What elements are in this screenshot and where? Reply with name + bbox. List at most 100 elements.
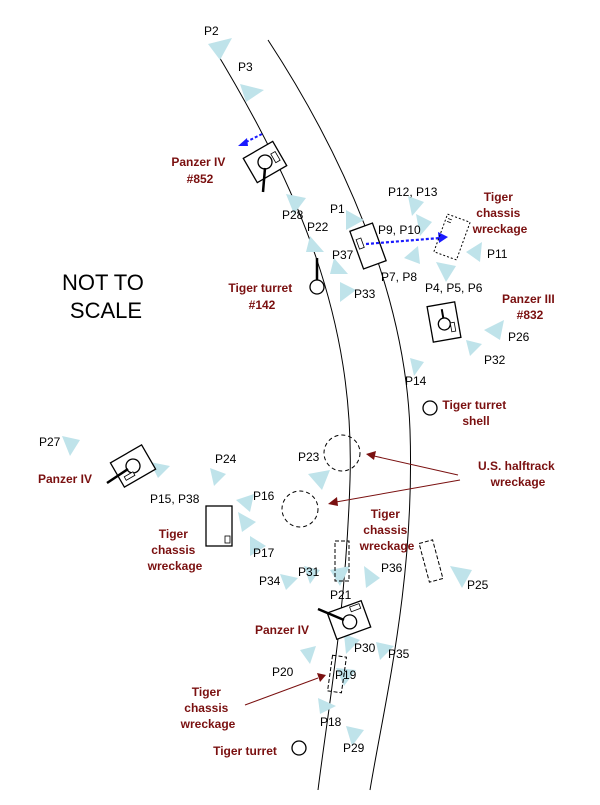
label-tiger-chassis-top: Tiger chassis wreckage xyxy=(472,190,528,236)
label-tiger-turret-142: Tiger turret #142 xyxy=(228,281,295,312)
position-label-p31: P31 xyxy=(298,565,320,579)
tiger-movement-arrow-shaft xyxy=(365,236,441,246)
position-label-p18: P18 xyxy=(320,715,342,729)
position-label-p30: P30 xyxy=(354,641,376,655)
photo-marker xyxy=(416,214,432,236)
position-label-p36: P36 xyxy=(381,561,403,575)
position-label-p26: P26 xyxy=(508,330,530,344)
photo-marker xyxy=(62,436,80,456)
position-label-p21: P21 xyxy=(330,588,352,602)
position-label-p25: P25 xyxy=(467,578,489,592)
halftrack-pointer-1 xyxy=(373,455,459,476)
position-label-p28: P28 xyxy=(282,208,304,222)
photo-marker xyxy=(330,566,350,586)
position-label-p37: P37 xyxy=(332,248,354,262)
photo-marker xyxy=(210,468,226,486)
photo-marker xyxy=(346,726,364,746)
tiger-movement-arrowhead xyxy=(438,232,448,243)
position-label-p17: P17 xyxy=(253,546,275,560)
label-tiger-chassis-bottom: Tiger chassis wreckage xyxy=(180,685,236,731)
tiger-chassis-wreckage-bottom-outline xyxy=(326,654,348,694)
position-label-p32: P32 xyxy=(484,353,506,367)
position-label-p16: P16 xyxy=(253,489,275,503)
position-label-p27: P27 xyxy=(39,435,61,449)
tiger-turret-bottom-icon xyxy=(291,740,307,756)
label-panzer-iv-left: Panzer IV xyxy=(38,472,92,486)
photo-marker xyxy=(300,646,316,664)
photo-marker xyxy=(150,462,170,478)
position-label-p1: P1 xyxy=(330,202,345,216)
photo-marker xyxy=(364,566,380,588)
halftrack-pointer-1-head xyxy=(366,451,376,460)
tiger-chassis-wreckage-mid-right xyxy=(418,539,444,583)
photo-marker xyxy=(240,84,264,102)
position-label-p23: P23 xyxy=(298,450,320,464)
position-label-p33: P33 xyxy=(354,287,376,301)
label-tiger-turret-bottom: Tiger turret xyxy=(213,744,277,758)
panzer-iv-852-gun-barrel xyxy=(261,167,267,193)
tiger-turret-shell-icon xyxy=(422,400,438,416)
photo-marker xyxy=(306,236,324,252)
photo-marker xyxy=(238,512,256,532)
tiger-chassis-wreckage-mid-left xyxy=(334,540,350,582)
position-label-p12-p13: P12, P13 xyxy=(388,185,438,199)
road-edge-right xyxy=(267,39,411,791)
photo-marker xyxy=(344,634,360,654)
photo-marker xyxy=(466,340,482,356)
panzer-iii-832-tank-icon xyxy=(426,301,462,343)
movement-arrowhead xyxy=(238,138,248,146)
position-label-p22: P22 xyxy=(307,220,329,234)
photo-marker xyxy=(280,574,298,590)
photo-marker xyxy=(208,38,232,60)
photo-marker xyxy=(336,668,356,686)
label-tiger-turret-shell: Tiger turret shell xyxy=(442,398,509,428)
position-label-p24: P24 xyxy=(215,452,237,466)
tiger-chassis-wreckage-left-detail xyxy=(224,535,231,544)
photo-marker xyxy=(466,242,482,262)
position-labels: P2 P3 P28 P1 P22 P37 P33 P9, P10 P12, P1… xyxy=(39,24,530,755)
halftrack-pointer-2-head xyxy=(328,497,338,506)
label-panzer-iv-852: Panzer IV #852 xyxy=(171,155,228,186)
photo-marker xyxy=(346,210,364,230)
position-label-p35: P35 xyxy=(388,647,410,661)
panzer-iv-852-tank-icon xyxy=(242,140,288,184)
vehicle-labels: Panzer IV #852 Tiger chassis wreckage Ti… xyxy=(38,155,558,758)
position-label-p15-p38: P15, P38 xyxy=(150,492,200,506)
tiger-chassis-bottom-pointer-head xyxy=(317,673,326,682)
photo-marker xyxy=(250,536,266,556)
tiger-chassis-bottom-pointer xyxy=(244,677,319,706)
label-us-halftrack: U.S. halftrack wreckage xyxy=(478,459,558,489)
position-label-p34: P34 xyxy=(259,574,281,588)
panzer-iv-left-tank-icon xyxy=(109,443,157,489)
halftrack-pointer-2 xyxy=(335,479,461,503)
position-label-p11: P11 xyxy=(487,247,508,261)
position-label-p9-p10: P9, P10 xyxy=(378,223,421,237)
photo-marker xyxy=(286,194,306,214)
position-label-p7-p8: P7, P8 xyxy=(381,270,417,284)
label-panzer-iv-bottom: Panzer IV xyxy=(255,623,309,637)
tiger-turret-142-icon xyxy=(309,279,325,295)
position-label-p20: P20 xyxy=(272,665,294,679)
photo-marker xyxy=(408,196,424,216)
scale-note: NOT TO SCALE xyxy=(62,270,150,323)
photo-marker xyxy=(304,566,320,584)
panzer-iv-left-gun-barrel xyxy=(106,467,129,485)
label-tiger-chassis-mid: Tiger chassis wreckage xyxy=(359,507,415,553)
position-label-p19: P19 xyxy=(335,668,357,682)
position-label-p4-p5-p6: P4, P5, P6 xyxy=(425,281,483,295)
photo-marker xyxy=(404,246,420,264)
photo-marker xyxy=(450,566,472,588)
us-halftrack-wreckage-1 xyxy=(323,434,361,472)
photo-marker xyxy=(484,320,504,340)
scale-note-line-1: NOT TO xyxy=(62,270,144,295)
photo-markers xyxy=(62,38,504,746)
position-label-p29: P29 xyxy=(343,741,365,755)
position-label-p2: P2 xyxy=(204,24,219,38)
position-label-p14: P14 xyxy=(405,374,427,388)
us-halftrack-wreckage-2 xyxy=(281,490,319,528)
photo-marker xyxy=(308,470,330,490)
photo-marker xyxy=(318,698,336,714)
photo-marker xyxy=(436,262,456,282)
